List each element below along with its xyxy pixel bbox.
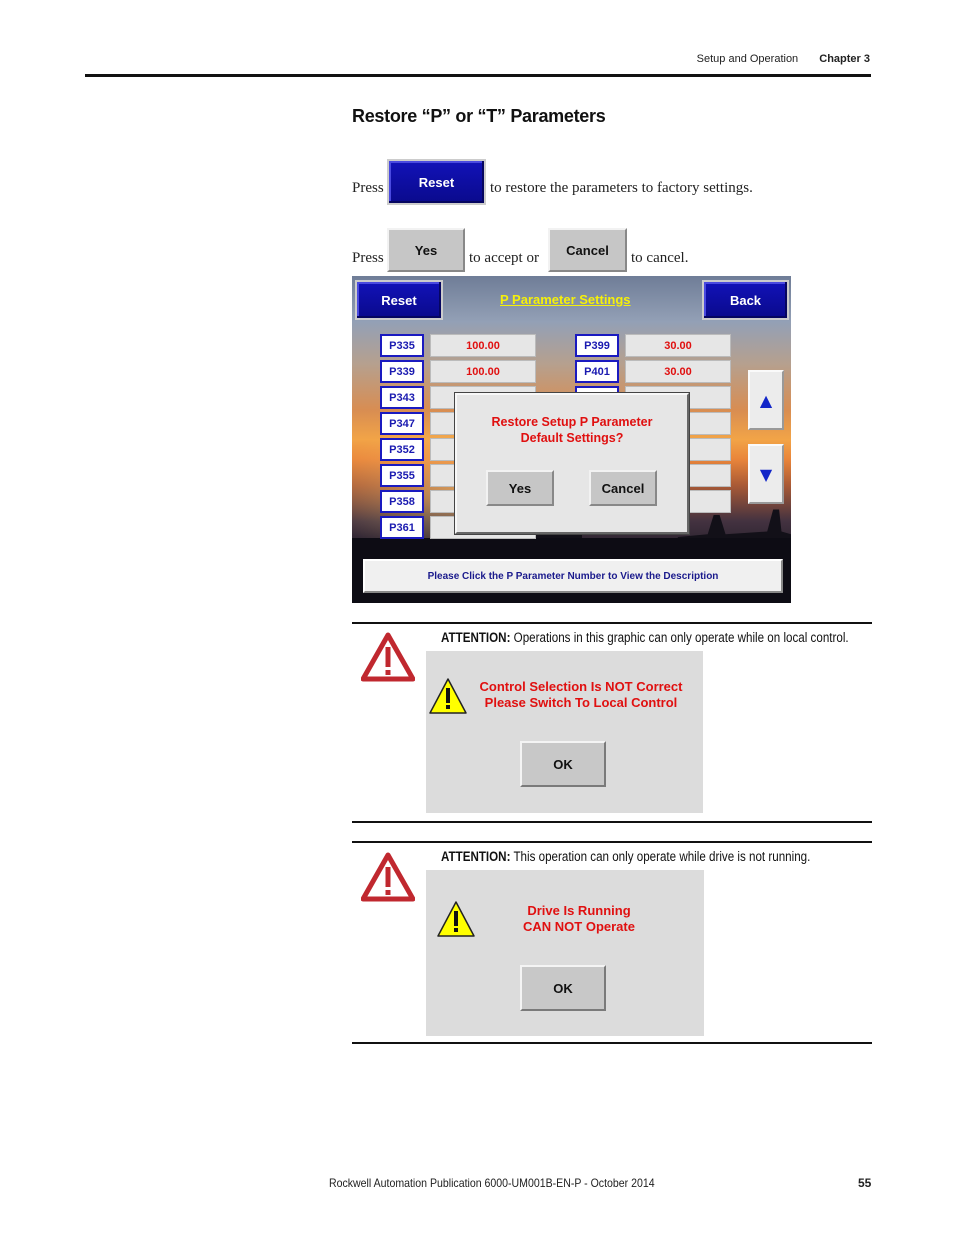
cancel-button-sample: Cancel: [548, 228, 627, 272]
attention-bottom-rule-1: [352, 821, 872, 823]
dialog-message: Restore Setup P Parameter Default Settin…: [457, 414, 687, 446]
popup-message-1: Control Selection Is NOT Correct Please …: [466, 679, 696, 711]
param-p358[interactable]: P358: [380, 490, 424, 513]
scroll-up-button[interactable]: ▲: [748, 370, 784, 430]
attention-top-rule-2: [352, 841, 872, 843]
attention-bottom-rule-2: [352, 1042, 872, 1044]
section-title: Restore “P” or “T” Parameters: [352, 106, 606, 126]
dialog-line-1: Restore Setup P Parameter: [491, 415, 653, 429]
hmi-status-bar: Please Click the P Parameter Number to V…: [363, 559, 783, 593]
hmi-screenshot: Reset P Parameter Settings Back P335 P33…: [352, 276, 791, 603]
value-p339[interactable]: 100.00: [430, 360, 536, 383]
param-p335[interactable]: P335: [380, 334, 424, 357]
param-p343[interactable]: P343: [380, 386, 424, 409]
caution-icon: [437, 901, 475, 937]
page-number: 55: [858, 1176, 872, 1190]
hmi-reset-button[interactable]: Reset: [355, 280, 443, 320]
double-chevron-down-icon: ▼: [759, 464, 773, 484]
warning-triangle-icon: [361, 632, 415, 682]
press-label-2: Press: [352, 250, 384, 266]
popup-2-line-2: CAN NOT Operate: [523, 919, 635, 934]
hmi-back-button[interactable]: Back: [702, 280, 789, 320]
popup-1-line-1: Control Selection Is NOT Correct: [479, 679, 683, 694]
attention-text: This operation can only operate while dr…: [513, 849, 811, 864]
line1-text: to restore the parameters to factory set…: [490, 180, 753, 196]
attention-label: ATTENTION:: [441, 630, 511, 645]
popup-message-2: Drive Is Running CAN NOT Operate: [494, 903, 664, 935]
ok-button[interactable]: OK: [520, 741, 606, 787]
hmi-title: P Parameter Settings: [500, 292, 631, 307]
param-p399[interactable]: P399: [575, 334, 619, 357]
dialog-yes-button[interactable]: Yes: [486, 470, 554, 506]
ok-button[interactable]: OK: [520, 965, 606, 1011]
attention-note-1: ATTENTION: Operations in this graphic ca…: [441, 630, 849, 645]
local-control-popup: Control Selection Is NOT Correct Please …: [426, 651, 703, 813]
line2-mid: to accept or: [469, 250, 539, 266]
param-p401[interactable]: P401: [575, 360, 619, 383]
double-chevron-up-icon: ▲: [759, 390, 773, 410]
restore-dialog: Restore Setup P Parameter Default Settin…: [455, 393, 689, 534]
value-p399[interactable]: 30.00: [625, 334, 731, 357]
dialog-line-2: Default Settings?: [520, 431, 624, 445]
param-p339[interactable]: P339: [380, 360, 424, 383]
press-label-1: Press: [352, 180, 384, 196]
publication-footer: Rockwell Automation Publication 6000-UM0…: [329, 1176, 655, 1190]
scroll-down-button[interactable]: ▼: [748, 444, 784, 504]
running-header: Setup and Operation Chapter 3: [697, 53, 870, 65]
header-section: Setup and Operation: [696, 53, 799, 65]
param-p352[interactable]: P352: [380, 438, 424, 461]
reset-button-sample: Reset: [387, 159, 486, 205]
param-p355[interactable]: P355: [380, 464, 424, 487]
header-chapter: Chapter 3: [819, 53, 870, 65]
attention-note-2: ATTENTION: This operation can only opera…: [441, 849, 810, 864]
caution-icon: [429, 678, 467, 714]
param-p361[interactable]: P361: [380, 516, 424, 539]
popup-2-line-1: Drive Is Running: [527, 903, 631, 918]
value-p401[interactable]: 30.00: [625, 360, 731, 383]
attention-label: ATTENTION:: [441, 849, 511, 864]
attention-text: Operations in this graphic can only oper…: [513, 630, 849, 645]
header-rule: [85, 74, 871, 77]
warning-triangle-icon: [361, 852, 415, 902]
dialog-cancel-button[interactable]: Cancel: [589, 470, 657, 506]
yes-button-sample: Yes: [387, 228, 465, 272]
drive-running-popup: Drive Is Running CAN NOT Operate OK: [426, 870, 704, 1036]
line2-post: to cancel.: [631, 250, 689, 266]
popup-1-line-2: Please Switch To Local Control: [484, 695, 678, 710]
param-p347[interactable]: P347: [380, 412, 424, 435]
attention-top-rule-1: [352, 622, 872, 624]
value-p335[interactable]: 100.00: [430, 334, 536, 357]
